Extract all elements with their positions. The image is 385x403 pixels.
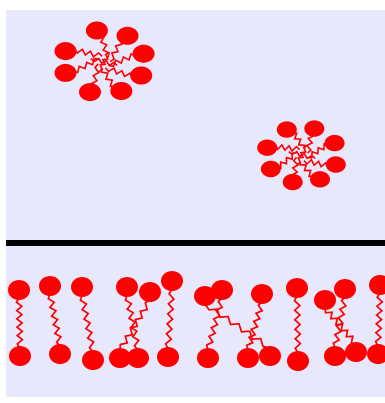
polar-head-bottom xyxy=(324,346,346,366)
polar-head-bottom xyxy=(49,344,71,364)
polar-head xyxy=(79,83,101,101)
polar-head xyxy=(55,64,77,82)
polar-head xyxy=(55,42,77,60)
polar-head xyxy=(133,45,155,63)
polar-head-bottom xyxy=(109,348,131,368)
polar-head-bottom xyxy=(157,347,179,367)
polar-head-top xyxy=(39,276,61,296)
polar-head xyxy=(261,161,281,177)
polar-head xyxy=(130,66,152,84)
polar-head xyxy=(86,21,108,39)
polar-head xyxy=(325,135,345,151)
polar-head xyxy=(326,156,346,172)
polar-head xyxy=(110,82,132,100)
polar-head-bottom xyxy=(197,348,219,368)
polar-head-top xyxy=(194,286,216,306)
polar-head-top xyxy=(314,290,336,310)
polar-head-bottom xyxy=(345,342,367,362)
polar-head-top xyxy=(161,271,183,291)
polar-head xyxy=(310,171,330,187)
polar-head-top xyxy=(71,277,93,297)
polar-head-bottom xyxy=(287,351,309,371)
polar-head-top xyxy=(251,284,273,304)
polar-head-bottom xyxy=(9,346,31,366)
polar-head-top xyxy=(334,279,356,299)
polar-head-top xyxy=(8,280,30,300)
polar-head xyxy=(257,140,277,156)
polar-head xyxy=(277,121,297,137)
polar-head-bottom xyxy=(237,348,259,368)
polar-head xyxy=(304,120,324,136)
polar-head-top xyxy=(139,282,161,302)
polar-head-top xyxy=(116,277,138,297)
polar-head xyxy=(283,174,303,190)
polar-head-bottom xyxy=(259,346,281,366)
polar-head-bottom xyxy=(82,350,104,370)
polar-head-top xyxy=(286,278,308,298)
polar-head xyxy=(117,27,139,45)
